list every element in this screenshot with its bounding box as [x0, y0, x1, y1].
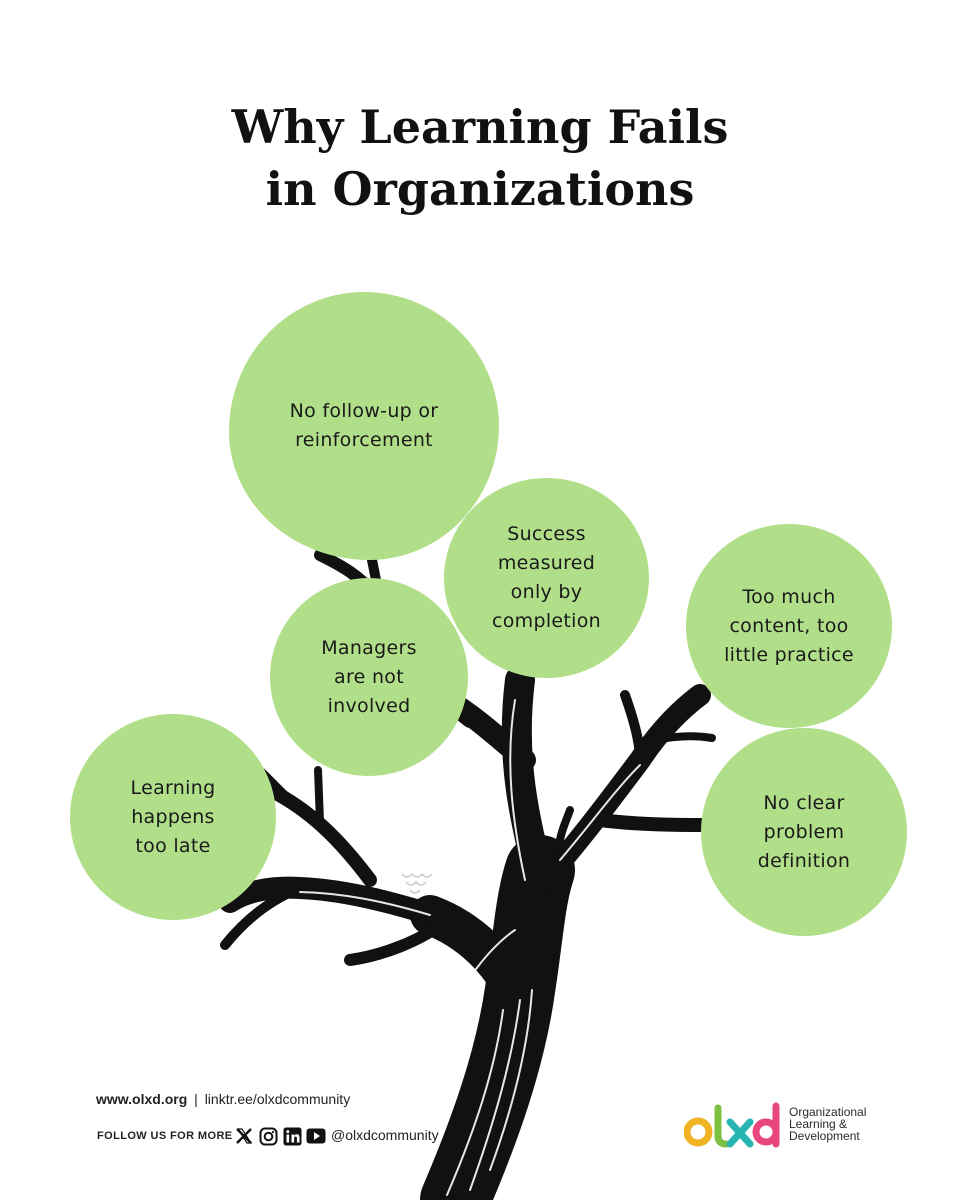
website-link[interactable]: www.olxd.org: [96, 1091, 188, 1107]
title-line-1: Why Learning Fails: [231, 100, 729, 154]
olxd-logo-mark: [684, 1102, 780, 1148]
linkedin-icon[interactable]: [282, 1126, 302, 1146]
x-icon[interactable]: [234, 1126, 254, 1146]
separator: |: [194, 1091, 198, 1107]
bubble-too-much-content: Too much content, too little practice: [686, 524, 892, 728]
youtube-icon[interactable]: [306, 1126, 326, 1146]
bubble-text: No follow-up or reinforcement: [289, 400, 439, 451]
bubble-text: Learning happens too late: [130, 776, 216, 857]
bubble-text: No clear problem definition: [757, 791, 851, 872]
logo-subtitle-line-1: Organizational: [789, 1105, 867, 1119]
bubble-success-measured: Success measured only by completion: [444, 478, 649, 678]
footer-links: www.olxd.org | linktr.ee/olxdcommunity: [96, 1091, 350, 1107]
bubble-managers-not-involved: Managers are not involved: [270, 578, 468, 776]
bubble-learning-too-late: Learning happens too late: [70, 714, 276, 920]
social-handle[interactable]: @olxdcommunity: [331, 1127, 439, 1143]
bubble-no-follow-up: No follow-up or reinforcement: [229, 292, 499, 560]
branch-center: [501, 665, 555, 895]
logo-subtitle-line-2: Learning &: [789, 1117, 848, 1131]
branch-right: [534, 684, 711, 891]
logo-subtitle-line-3: Development: [789, 1129, 860, 1143]
follow-label: FOLLOW US FOR MORE: [97, 1130, 233, 1142]
title-line-2: in Organizations: [265, 162, 695, 216]
bubble-text: Success measured only by completion: [491, 523, 601, 632]
bubble-no-clear-problem: No clear problem definition: [701, 728, 907, 936]
page-title: Why Learning Fails in Organizations: [0, 96, 960, 220]
logo-subtitle: Organizational Learning & Development: [789, 1106, 899, 1142]
decorative-marks: [401, 872, 433, 894]
olxd-logo: [684, 1100, 784, 1152]
branch-left: [219, 876, 461, 931]
social-icons: [234, 1125, 326, 1147]
linktree-link[interactable]: linktr.ee/olxdcommunity: [204, 1091, 351, 1107]
bubble-text: Too much content, too little practice: [724, 585, 854, 666]
instagram-icon[interactable]: [258, 1126, 278, 1146]
bubble-text: Managers are not involved: [321, 636, 417, 717]
